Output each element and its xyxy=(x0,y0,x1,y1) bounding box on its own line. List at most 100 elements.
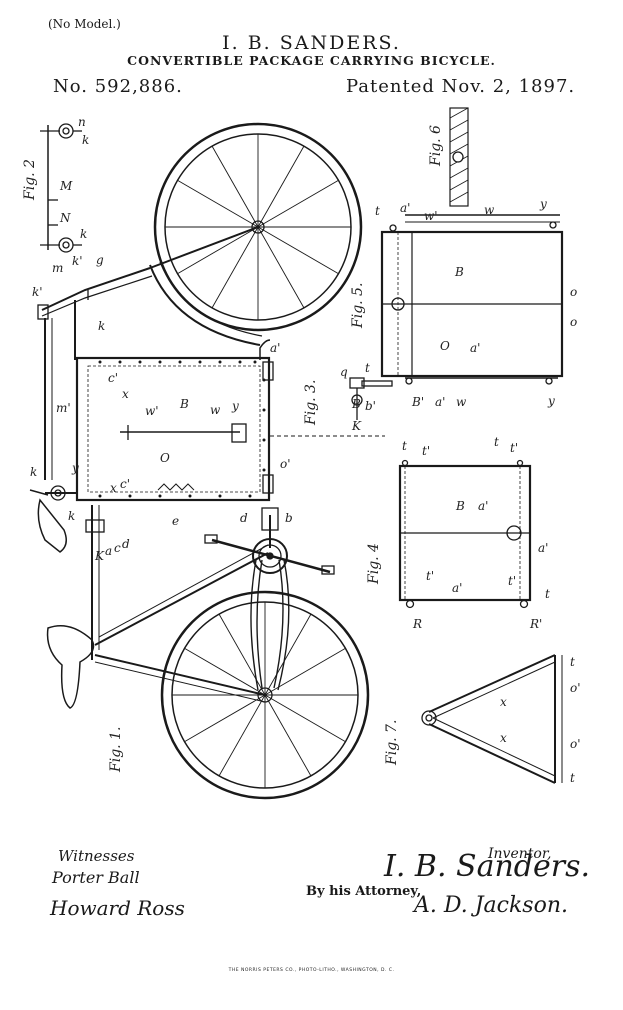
svg-text:x: x xyxy=(110,481,117,495)
svg-text:B: B xyxy=(351,397,361,411)
svg-text:t': t' xyxy=(510,441,518,455)
witnesses-label: Witnesses xyxy=(58,847,135,865)
svg-text:Fig. 7.: Fig. 7. xyxy=(384,720,400,766)
svg-text:k: k xyxy=(82,133,89,147)
svg-text:O: O xyxy=(440,339,450,353)
svg-text:a': a' xyxy=(400,201,410,215)
svg-text:a': a' xyxy=(452,581,462,595)
svg-text:a': a' xyxy=(435,395,445,409)
no-model-note: (No Model.) xyxy=(48,17,121,31)
svg-text:n: n xyxy=(78,115,86,129)
svg-text:k: k xyxy=(80,227,87,241)
svg-text:d: d xyxy=(240,511,248,525)
svg-text:M: M xyxy=(59,179,73,193)
svg-text:k: k xyxy=(68,509,75,523)
handlebar xyxy=(37,267,153,320)
svg-text:q: q xyxy=(340,365,348,379)
svg-text:t: t xyxy=(375,204,380,218)
svg-text:Fig. 6: Fig. 6 xyxy=(428,125,444,167)
fig4: t t' t t' B a' a' t' a' t' R R' t Fig. 4 xyxy=(366,435,550,631)
svg-text:k': k' xyxy=(32,285,43,299)
svg-text:y: y xyxy=(539,197,547,211)
svg-text:o: o xyxy=(570,315,577,329)
svg-text:c': c' xyxy=(108,371,118,385)
svg-text:x: x xyxy=(122,387,129,401)
crank-sprocket xyxy=(204,534,335,575)
svg-text:m: m xyxy=(52,261,63,275)
witness-1-signature: Porter Ball xyxy=(52,868,140,887)
svg-text:t: t xyxy=(402,439,407,453)
svg-text:t: t xyxy=(365,361,370,375)
fig5: t a' w' w y B O a' o o B' a' w y Fig. 5. xyxy=(350,197,577,409)
svg-text:c': c' xyxy=(120,477,130,491)
svg-text:a: a xyxy=(105,544,112,558)
inventor-signature: I. B. Sanders. xyxy=(384,849,591,884)
svg-text:Fig. 2: Fig. 2 xyxy=(22,159,38,201)
svg-text:Fig. 3.: Fig. 3. xyxy=(303,380,319,426)
svg-text:a': a' xyxy=(270,341,280,355)
fig3: q t B b' K Fig. 3. xyxy=(303,361,393,433)
svg-text:a': a' xyxy=(538,541,548,555)
saddle xyxy=(46,625,95,709)
svg-text:t': t' xyxy=(422,444,430,458)
svg-text:w': w' xyxy=(424,209,438,223)
svg-text:B: B xyxy=(454,265,464,279)
svg-text:e: e xyxy=(172,514,179,528)
svg-text:o: o xyxy=(570,285,577,299)
fig2: n k M N k m k' Fig. 2 xyxy=(22,115,89,275)
svg-text:x: x xyxy=(500,731,507,745)
printer-imprint: THE NORRIS PETERS CO., PHOTO-LITHO., WAS… xyxy=(228,968,395,973)
svg-text:w: w xyxy=(210,403,221,417)
svg-text:w': w' xyxy=(145,404,159,418)
fig1-bicycle: k' k g m' c' x w' B w y O o' a' k y x c'… xyxy=(29,122,385,800)
svg-text:b: b xyxy=(285,511,293,525)
by-attorney-label: By his Attorney, xyxy=(306,884,422,899)
fig6: Fig. 6 xyxy=(428,107,469,207)
svg-text:a': a' xyxy=(478,499,488,513)
witness-2-signature: Howard Ross xyxy=(50,896,185,920)
svg-text:B': B' xyxy=(411,395,424,409)
svg-text:y: y xyxy=(71,461,79,475)
front-wheel xyxy=(149,122,363,346)
svg-text:k: k xyxy=(30,465,37,479)
handle-grip xyxy=(29,485,77,553)
svg-text:w: w xyxy=(484,203,495,217)
svg-text:Fig. 1.: Fig. 1. xyxy=(108,727,124,773)
patent-title: CONVERTIBLE PACKAGE CARRYING BICYCLE. xyxy=(127,53,496,68)
svg-text:O: O xyxy=(160,451,170,465)
svg-text:K: K xyxy=(94,549,105,563)
svg-text:t: t xyxy=(494,435,499,449)
svg-text:d: d xyxy=(122,537,130,551)
rear-wheel xyxy=(160,590,370,800)
svg-text:y: y xyxy=(547,394,555,408)
svg-text:t': t' xyxy=(426,569,434,583)
inventor-label: Inventor, xyxy=(488,846,552,862)
svg-text:R': R' xyxy=(529,617,542,631)
svg-text:t: t xyxy=(570,655,575,669)
svg-text:o': o' xyxy=(570,681,581,695)
svg-text:o': o' xyxy=(280,457,291,471)
svg-text:g: g xyxy=(96,253,104,267)
svg-text:o': o' xyxy=(570,737,581,751)
svg-text:B: B xyxy=(179,397,189,411)
svg-text:t: t xyxy=(545,587,550,601)
package-box xyxy=(75,339,385,502)
svg-text:w: w xyxy=(456,395,467,409)
svg-text:k: k xyxy=(98,319,105,333)
svg-text:x: x xyxy=(500,695,507,709)
svg-text:b': b' xyxy=(365,399,376,413)
svg-text:B: B xyxy=(455,499,465,513)
svg-text:k': k' xyxy=(72,254,83,268)
patent-date: Patented Nov. 2, 1897. xyxy=(346,76,576,97)
frame xyxy=(85,505,279,703)
inventor-name-heading: I. B. SANDERS. xyxy=(222,32,401,54)
svg-text:Fig. 4: Fig. 4 xyxy=(366,543,382,585)
svg-text:R: R xyxy=(412,617,422,631)
svg-text:a': a' xyxy=(470,341,480,355)
svg-text:t: t xyxy=(570,771,575,785)
attorney-signature: A. D. Jackson. xyxy=(414,893,568,918)
fig7: x x t o' o' t Fig. 7. xyxy=(384,654,581,785)
svg-text:t': t' xyxy=(508,574,516,588)
chain xyxy=(250,559,290,691)
